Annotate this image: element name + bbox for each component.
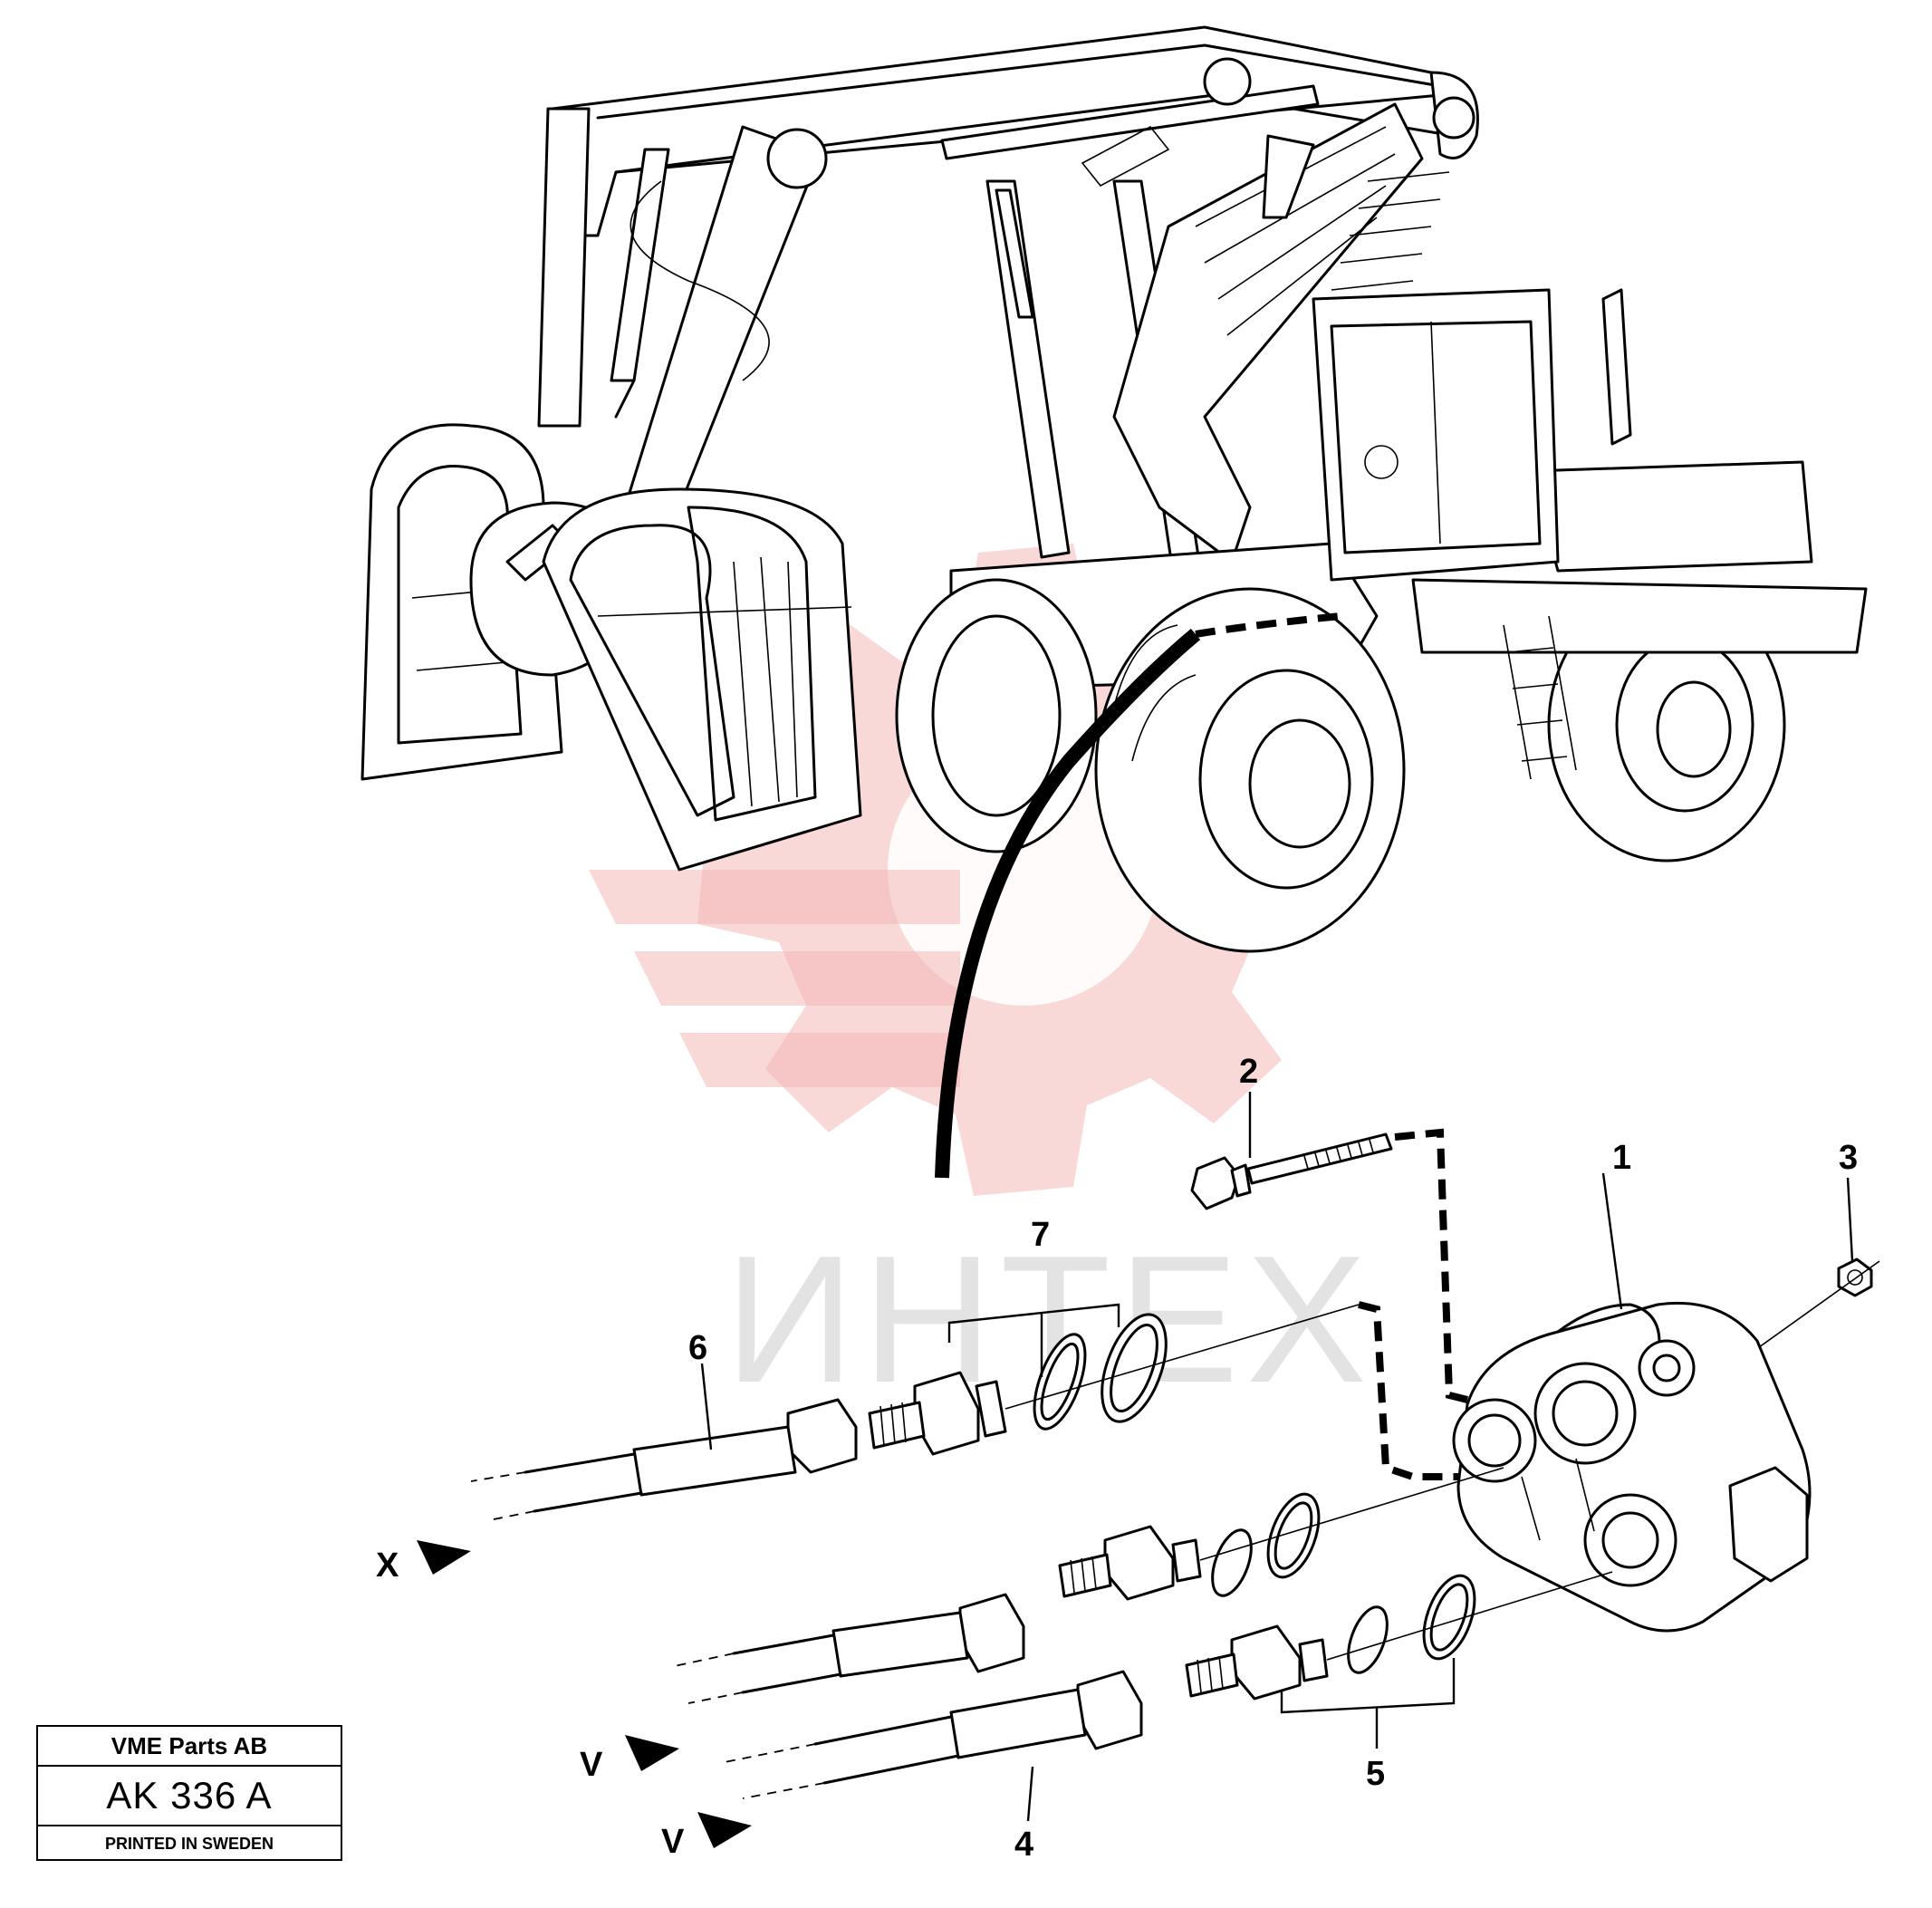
port-arrow-x (417, 1540, 471, 1575)
callout-3: 3 (1839, 1139, 1858, 1177)
log-loader-machine (360, 25, 1868, 953)
nut-part-3 (1837, 1258, 1873, 1297)
port-arrow-v2 (697, 1812, 752, 1848)
callout-2: 2 (1239, 1053, 1258, 1091)
port-label-x: X (376, 1547, 399, 1585)
port-arrow-v1 (625, 1735, 679, 1771)
port-marker-v2: V (661, 1812, 752, 1861)
bolt-assembly-path (1394, 1128, 1468, 1403)
callout-6: 6 (688, 1329, 707, 1367)
callout-5: 5 (1366, 1755, 1385, 1793)
middle-fitting (669, 1492, 1321, 1704)
lower-fitting (724, 1574, 1476, 1799)
port-label-v1: V (580, 1746, 603, 1784)
callout-7: 7 (1031, 1216, 1050, 1254)
hydraulic-hose-main (935, 628, 1201, 1179)
bracket-5 (1280, 1658, 1456, 1714)
leader-6 (700, 1363, 713, 1450)
leader-4 (1026, 1766, 1034, 1822)
valve-block-part-1 (1452, 1301, 1812, 1633)
title-block-printed: PRINTED IN SWEDEN (104, 1834, 274, 1853)
upper-centerline (1004, 1304, 1360, 1410)
callout-1: 1 (1612, 1139, 1631, 1177)
leader-3 (1846, 1177, 1854, 1262)
title-block-code: AK 336 A (38, 1767, 341, 1826)
leader-1 (1601, 1172, 1623, 1310)
hose-continuation-dashes (1195, 612, 1341, 638)
lower-centerline (1326, 1571, 1613, 1661)
seals-part-7 (1033, 1313, 1168, 1431)
port-marker-v1: V (580, 1735, 679, 1784)
middle-centerline (1199, 1467, 1504, 1561)
callout-4: 4 (1014, 1826, 1033, 1864)
port-marker-x: X (376, 1540, 471, 1585)
bracket-7 (947, 1303, 1120, 1343)
title-block: VME Parts AB AK 336 A PRINTED IN SWEDEN (36, 1725, 342, 1861)
port-label-v2: V (661, 1823, 685, 1861)
title-block-company: VME Parts AB (38, 1727, 341, 1767)
hose-fitting-part-6 (470, 1371, 1007, 1521)
upper-hose-path (1358, 1301, 1458, 1480)
bolt-part-2 (1190, 1132, 1393, 1210)
